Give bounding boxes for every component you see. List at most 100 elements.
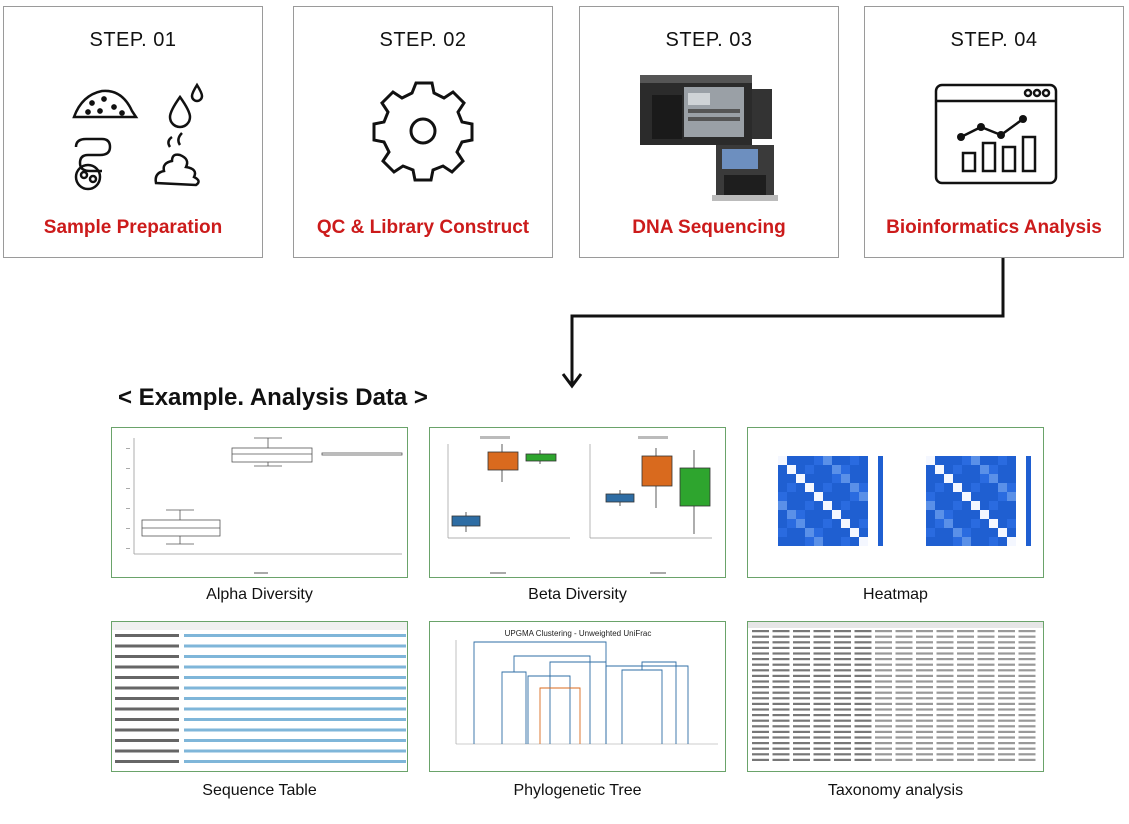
heat-cell bbox=[814, 474, 823, 483]
tax-cell bbox=[916, 725, 933, 728]
heat-cell bbox=[935, 519, 944, 528]
heat-cell bbox=[989, 483, 998, 492]
tax-cell bbox=[752, 725, 769, 728]
tax-cell bbox=[752, 652, 769, 655]
heat-cell bbox=[787, 492, 796, 501]
tax-cell bbox=[936, 742, 954, 745]
seq-id-line bbox=[115, 686, 179, 690]
heat-cell bbox=[859, 501, 868, 510]
tax-cell bbox=[875, 719, 892, 722]
heat-cell bbox=[971, 528, 980, 537]
tax-cell bbox=[875, 736, 892, 739]
tax-cell bbox=[834, 702, 851, 705]
heat-cell bbox=[962, 501, 971, 510]
heat-cell bbox=[971, 456, 980, 465]
tax-cell bbox=[875, 652, 892, 655]
tax-cell bbox=[957, 630, 974, 633]
heat-cell bbox=[850, 528, 859, 537]
tax-cell bbox=[772, 719, 790, 722]
heat-cell bbox=[971, 501, 980, 510]
tax-cell bbox=[834, 635, 851, 638]
heat-cell bbox=[841, 510, 850, 519]
tax-cell bbox=[977, 708, 995, 711]
heat-cell bbox=[805, 510, 814, 519]
tax-cell bbox=[1018, 736, 1036, 739]
heat-cell bbox=[805, 537, 814, 546]
tax-cell bbox=[1018, 630, 1036, 633]
heatmap-chart bbox=[778, 456, 1031, 546]
tax-cell bbox=[977, 674, 995, 677]
tax-cell bbox=[1018, 758, 1036, 761]
heat-cell bbox=[1007, 465, 1016, 474]
tax-cell bbox=[977, 742, 995, 745]
tax-cell bbox=[875, 658, 892, 661]
heat-cell bbox=[823, 537, 832, 546]
tax-cell bbox=[977, 725, 995, 728]
alpha-diversity-caption: Alpha Diversity bbox=[206, 586, 313, 603]
seq-data-line bbox=[184, 739, 406, 742]
tax-cell bbox=[916, 719, 933, 722]
tax-cell bbox=[875, 758, 892, 761]
tax-cell bbox=[957, 686, 974, 689]
tax-cell bbox=[1018, 691, 1036, 694]
tree-title: UPGMA Clustering - Unweighted UniFrac bbox=[505, 629, 652, 638]
heat-cell bbox=[998, 510, 1007, 519]
tax-cell bbox=[936, 652, 954, 655]
tax-cell bbox=[772, 736, 790, 739]
tax-cell bbox=[998, 719, 1015, 722]
heat-cell bbox=[814, 483, 823, 492]
tax-cell bbox=[957, 658, 974, 661]
tax-cell bbox=[998, 742, 1015, 745]
seq-data-line bbox=[184, 655, 406, 658]
tax-cell bbox=[834, 691, 851, 694]
heat-cell bbox=[778, 492, 787, 501]
heat-cell bbox=[778, 528, 787, 537]
heat-cell bbox=[926, 456, 935, 465]
heat-cell bbox=[859, 474, 868, 483]
tax-cell bbox=[813, 719, 831, 722]
heat-cell bbox=[814, 492, 823, 501]
tax-cell bbox=[875, 714, 892, 717]
tax-cell bbox=[875, 747, 892, 750]
powder-icon bbox=[72, 89, 139, 119]
tax-cell bbox=[977, 686, 995, 689]
tax-cell bbox=[895, 658, 913, 661]
tax-cell bbox=[936, 635, 954, 638]
heat-cell bbox=[805, 465, 814, 474]
tax-cell bbox=[854, 669, 872, 672]
tax-cell bbox=[752, 646, 769, 649]
heat-cell bbox=[971, 474, 980, 483]
tax-cell bbox=[916, 747, 933, 750]
tax-cell bbox=[772, 635, 790, 638]
tax-cell bbox=[957, 708, 974, 711]
tax-cell bbox=[977, 641, 995, 644]
heat-cell bbox=[787, 456, 796, 465]
tax-cell bbox=[834, 680, 851, 683]
heat-cell bbox=[823, 474, 832, 483]
tax-cell bbox=[936, 691, 954, 694]
tax-cell bbox=[998, 635, 1015, 638]
heat-cell bbox=[953, 465, 962, 474]
heatmap-panel bbox=[747, 427, 1044, 578]
taxonomy-caption: Taxonomy analysis bbox=[827, 782, 964, 799]
tax-cell bbox=[895, 725, 913, 728]
tax-cell bbox=[813, 753, 831, 756]
tax-cell bbox=[936, 646, 954, 649]
heat-cell bbox=[980, 519, 989, 528]
heat-cell bbox=[980, 537, 989, 546]
tax-cell bbox=[772, 646, 790, 649]
tax-cell bbox=[813, 725, 831, 728]
tax-cell bbox=[752, 663, 769, 666]
tax-cell bbox=[854, 641, 872, 644]
tax-cell bbox=[793, 730, 810, 733]
step-4-label: Bioinformatics Analysis bbox=[886, 217, 1102, 238]
heat-cell bbox=[1007, 519, 1016, 528]
heat-cell bbox=[944, 492, 953, 501]
heat-cell bbox=[953, 528, 962, 537]
tax-cell bbox=[854, 702, 872, 705]
tax-cell bbox=[998, 630, 1015, 633]
heat-cell bbox=[823, 465, 832, 474]
tax-cell bbox=[793, 725, 810, 728]
tax-cell bbox=[916, 686, 933, 689]
tax-cell bbox=[936, 680, 954, 683]
